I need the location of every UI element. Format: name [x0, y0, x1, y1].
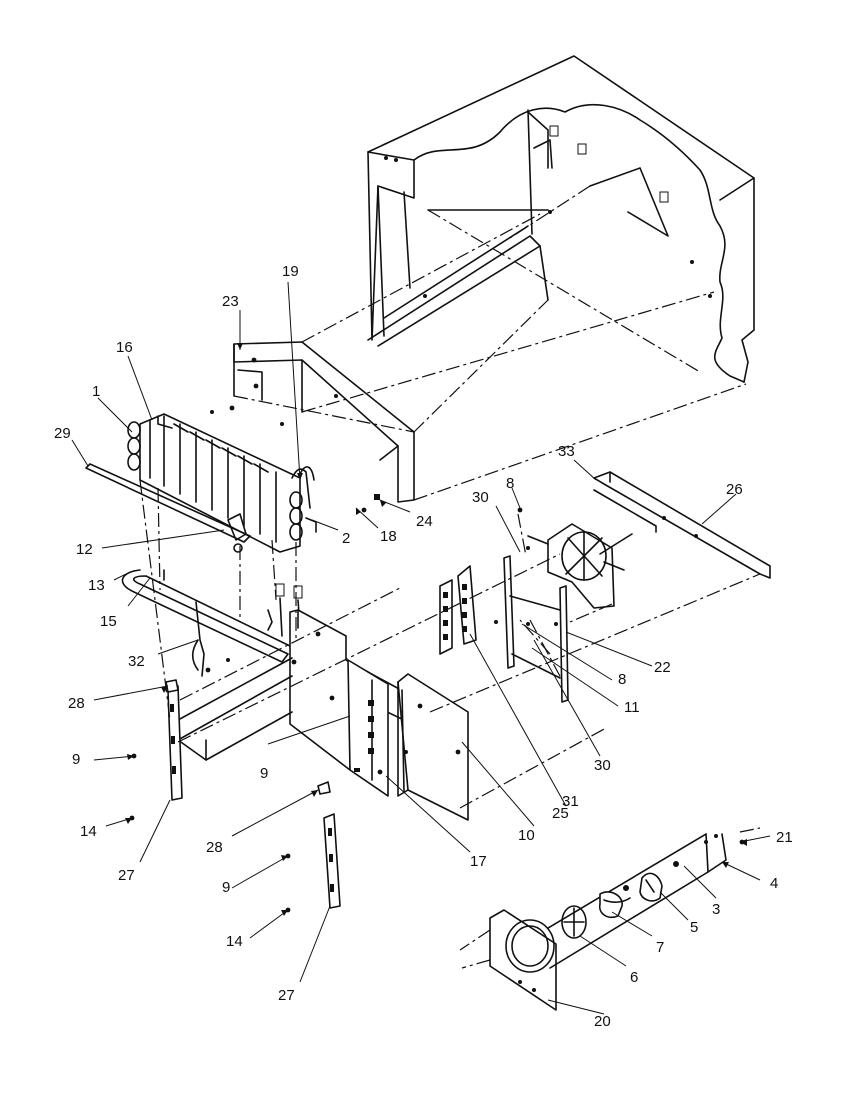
alignment-lines — [139, 185, 761, 969]
callout-8b: 8 — [618, 671, 626, 688]
evaporator-coil — [127, 413, 317, 553]
callout-14a: 14 — [80, 823, 97, 840]
callout-5: 5 — [690, 919, 698, 936]
callout-9b: 9 — [260, 765, 268, 782]
lower-fan-assembly — [489, 833, 727, 1011]
callout-32: 32 — [128, 653, 145, 670]
callout-24: 24 — [416, 513, 433, 530]
divider-plate — [397, 673, 469, 821]
leader-lines — [71, 281, 771, 1015]
callout-9a: 9 — [72, 751, 80, 768]
callout-23: 23 — [222, 293, 239, 310]
callout-30b: 30 — [594, 757, 611, 774]
callout-4: 4 — [770, 875, 778, 892]
callout-13: 13 — [88, 577, 105, 594]
callout-20: 20 — [594, 1013, 611, 1030]
heater-rod — [85, 463, 251, 543]
callout-30a: 30 — [472, 489, 489, 506]
callout-17: 17 — [470, 853, 487, 870]
callout-7: 7 — [656, 939, 664, 956]
hinge-strip-upper — [165, 679, 183, 801]
bottom-channel — [177, 657, 293, 761]
callout-29: 29 — [54, 425, 71, 442]
callout-18: 18 — [380, 528, 397, 545]
air-duct — [347, 659, 389, 797]
callout-labels: 1 2 3 4 5 6 7 8 8 9 9 9 10 11 12 13 14 1… — [54, 263, 793, 1030]
callout-27a: 27 — [118, 867, 135, 884]
callout-28a: 28 — [68, 695, 85, 712]
callout-11: 11 — [624, 699, 640, 716]
drain-heater — [121, 569, 303, 677]
cabinet — [367, 55, 755, 383]
callout-6: 6 — [630, 969, 638, 986]
channel-rail — [593, 471, 771, 579]
callout-27b: 27 — [278, 987, 295, 1004]
callout-33: 33 — [558, 443, 575, 460]
evaporator-cover — [210, 341, 415, 503]
callout-10: 10 — [518, 827, 535, 844]
mullion-strips — [439, 565, 477, 655]
upper-fan-assembly — [526, 523, 633, 609]
callout-14b: 14 — [226, 933, 243, 950]
callout-28b: 28 — [206, 839, 223, 856]
callout-2: 2 — [342, 530, 350, 547]
callout-26: 26 — [726, 481, 743, 498]
callout-21: 21 — [776, 829, 793, 846]
callout-25: 25 — [552, 805, 569, 822]
callout-15: 15 — [100, 613, 117, 630]
callout-8a: 8 — [506, 475, 514, 492]
callout-16: 16 — [116, 339, 133, 356]
callout-9c: 9 — [222, 879, 230, 896]
hinge-strip-lower — [317, 781, 341, 909]
callout-19: 19 — [282, 263, 299, 280]
callout-22: 22 — [654, 659, 671, 676]
callout-12: 12 — [76, 541, 93, 558]
callout-31: 31 — [562, 793, 579, 810]
callout-3: 3 — [712, 901, 720, 918]
arrowheads — [125, 343, 747, 916]
callout-1: 1 — [92, 383, 100, 400]
